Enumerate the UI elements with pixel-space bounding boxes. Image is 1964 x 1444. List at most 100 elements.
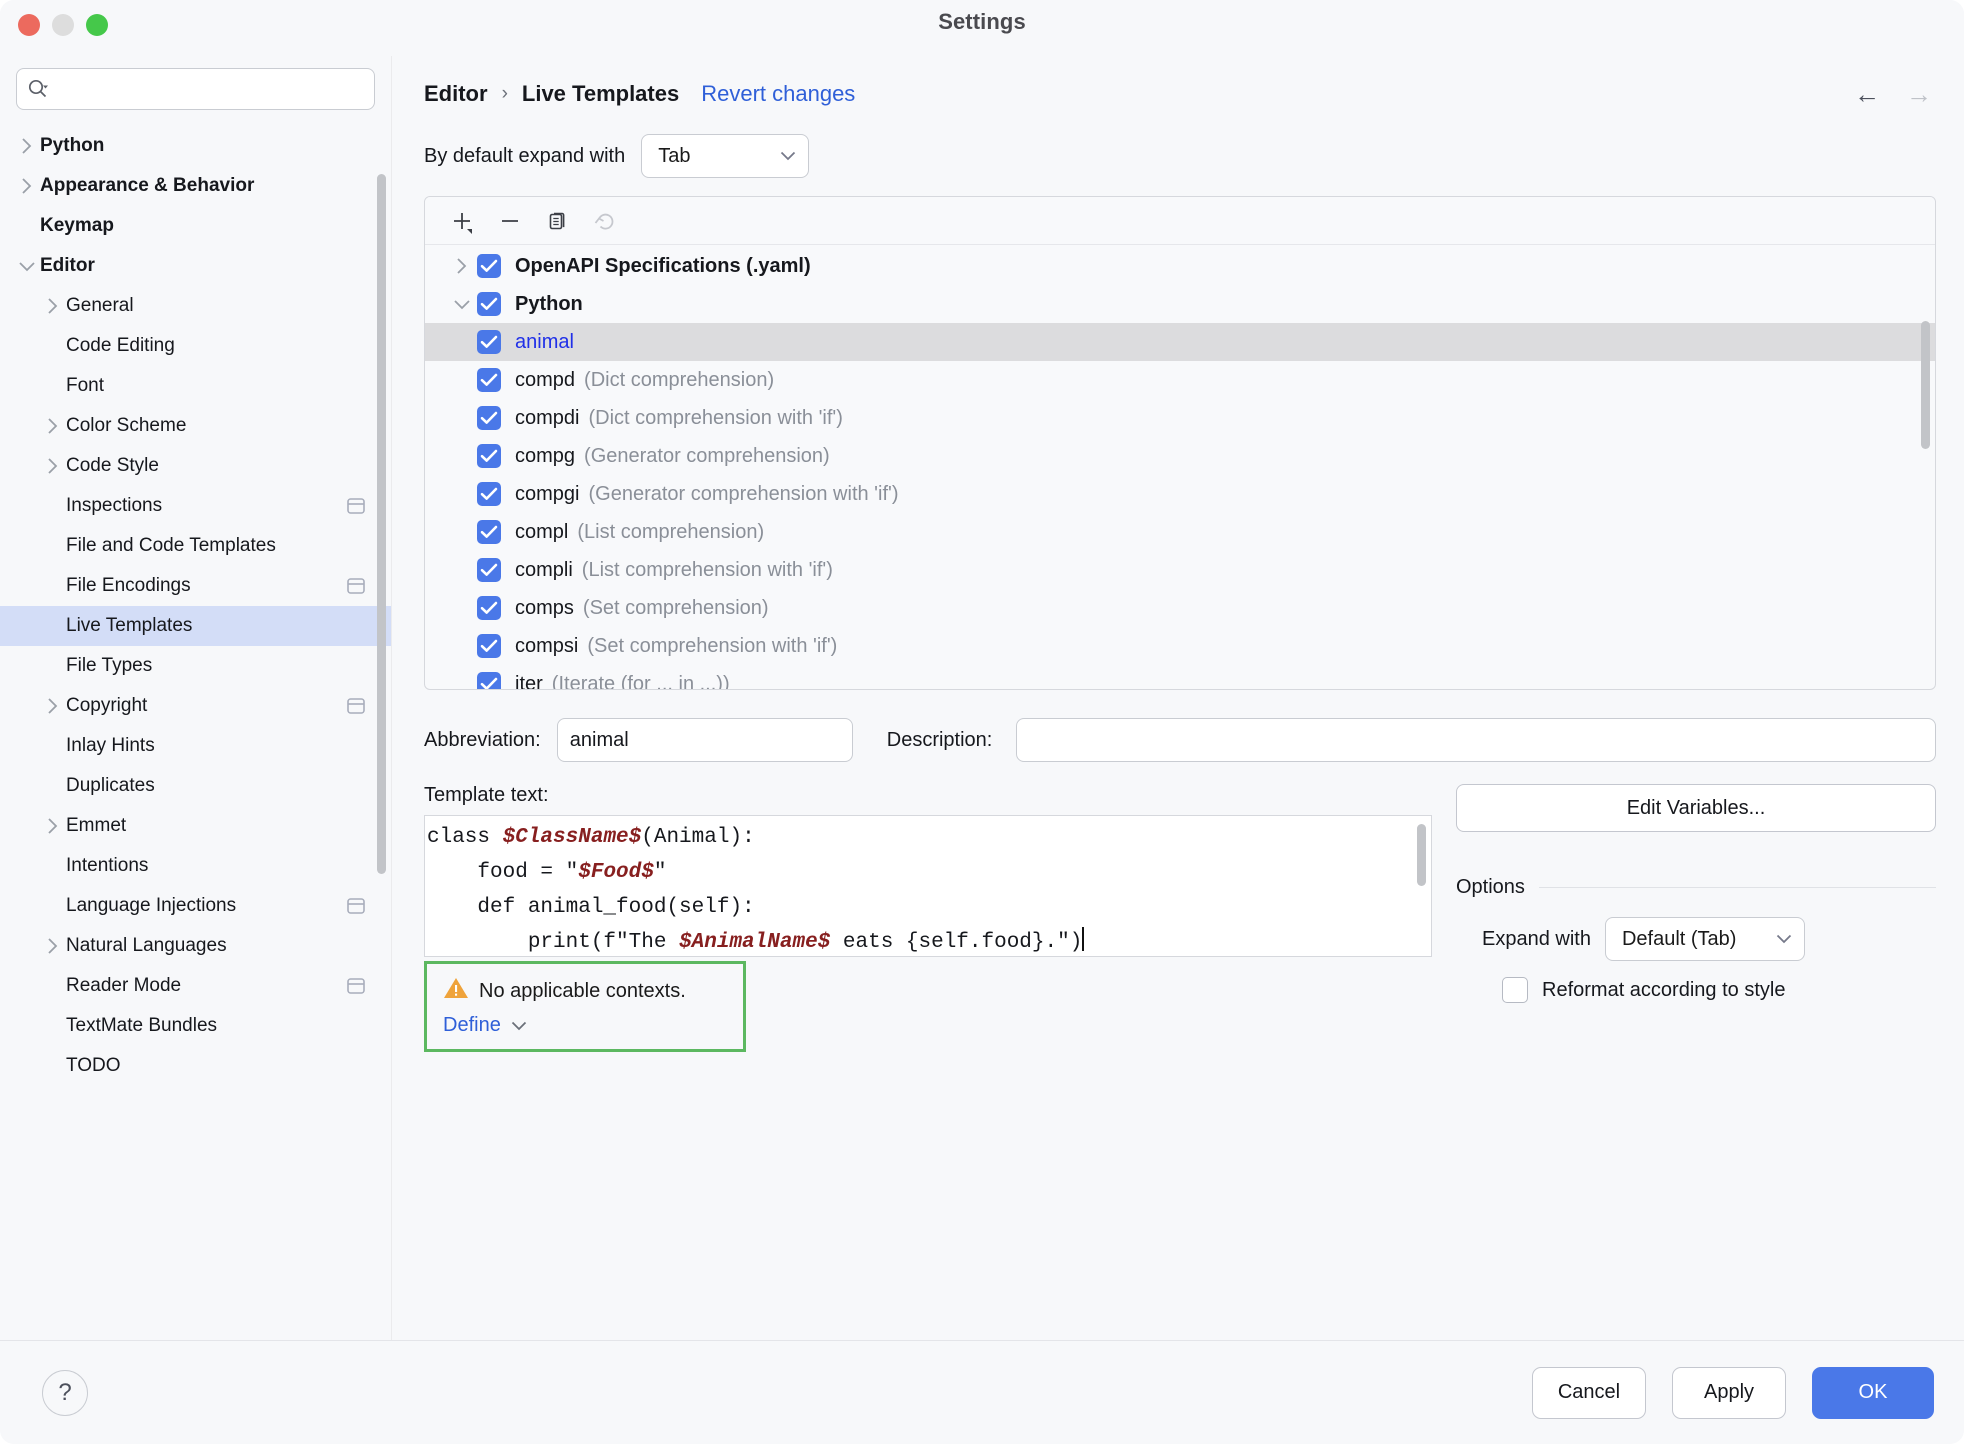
sidebar-item-copyright[interactable]: Copyright — [0, 686, 391, 726]
chevron-right-icon[interactable] — [14, 177, 40, 195]
template-row[interactable]: OpenAPI Specifications (.yaml) — [425, 247, 1935, 285]
chevron-down-icon[interactable] — [447, 298, 477, 310]
chevron-right-icon[interactable] — [40, 817, 66, 835]
template-checkbox[interactable] — [477, 558, 501, 582]
revert-changes-link[interactable]: Revert changes — [701, 81, 856, 106]
minimize-window-button[interactable] — [52, 14, 74, 36]
sidebar-item-textmate-bundles[interactable]: TextMate Bundles — [0, 1006, 391, 1046]
code-text: food = " — [427, 861, 579, 884]
template-row[interactable]: compli(List comprehension with 'if') — [425, 551, 1935, 589]
template-text-editor[interactable]: class $ClassName$(Animal): food = "$Food… — [424, 815, 1432, 957]
template-checkbox[interactable] — [477, 368, 501, 392]
sidebar-item-live-templates[interactable]: Live Templates — [0, 606, 391, 646]
back-arrow-icon[interactable]: ← — [1854, 79, 1880, 109]
chevron-right-icon[interactable] — [14, 137, 40, 155]
chevron-right-icon[interactable] — [40, 457, 66, 475]
sidebar-item-file-types[interactable]: File Types — [0, 646, 391, 686]
description-input[interactable] — [1016, 718, 1936, 762]
chevron-down-icon[interactable] — [14, 260, 40, 272]
template-name: compsi — [515, 634, 579, 657]
maximize-window-button[interactable] — [86, 14, 108, 36]
template-row[interactable]: compg(Generator comprehension) — [425, 437, 1935, 475]
abbreviation-input[interactable] — [556, 718, 853, 762]
template-row[interactable]: compd(Dict comprehension) — [425, 361, 1935, 399]
template-row[interactable]: iter(Iterate (for ... in ...)) — [425, 665, 1935, 689]
template-row[interactable]: comps(Set comprehension) — [425, 589, 1935, 627]
template-row[interactable]: Python — [425, 285, 1935, 323]
sidebar-item-label: File Encodings — [66, 575, 191, 596]
sidebar-item-appearance-behavior[interactable]: Appearance & Behavior — [0, 166, 391, 206]
breadcrumb-parent[interactable]: Editor — [424, 81, 488, 106]
add-icon[interactable] — [441, 202, 483, 240]
sidebar-item-intentions[interactable]: Intentions — [0, 846, 391, 886]
project-settings-icon — [345, 696, 367, 716]
template-row[interactable]: compl(List comprehension) — [425, 513, 1935, 551]
remove-icon[interactable] — [489, 202, 531, 240]
sidebar-item-code-style[interactable]: Code Style — [0, 446, 391, 486]
project-settings-icon — [345, 496, 367, 516]
chevron-right-icon[interactable] — [40, 297, 66, 315]
sidebar-item-todo[interactable]: TODO — [0, 1046, 391, 1086]
template-checkbox[interactable] — [477, 482, 501, 506]
sidebar-item-code-editing[interactable]: Code Editing — [0, 326, 391, 366]
chevron-right-icon[interactable] — [40, 417, 66, 435]
sidebar-item-duplicates[interactable]: Duplicates — [0, 766, 391, 806]
edit-variables-button[interactable]: Edit Variables... — [1456, 784, 1936, 832]
template-checkbox[interactable] — [477, 406, 501, 430]
template-checkbox[interactable] — [477, 330, 501, 354]
code-text: " — [653, 861, 667, 884]
sidebar-item-file-encodings[interactable]: File Encodings — [0, 566, 391, 606]
sidebar-item-language-injections[interactable]: Language Injections — [0, 886, 391, 926]
template-row[interactable]: compdi(Dict comprehension with 'if') — [425, 399, 1935, 437]
chevron-right-icon[interactable] — [447, 257, 477, 275]
template-row[interactable]: compgi(Generator comprehension with 'if'… — [425, 475, 1935, 513]
define-context-link[interactable]: Define — [443, 1014, 729, 1037]
sidebar-item-natural-languages[interactable]: Natural Languages — [0, 926, 391, 966]
code-text: def animal_food(self): — [427, 896, 755, 919]
template-checkbox[interactable] — [477, 254, 501, 278]
sidebar-item-file-and-code-templates[interactable]: File and Code Templates — [0, 526, 391, 566]
sidebar-item-color-scheme[interactable]: Color Scheme — [0, 406, 391, 446]
template-checkbox[interactable] — [477, 444, 501, 468]
sidebar-item-inlay-hints[interactable]: Inlay Hints — [0, 726, 391, 766]
help-button[interactable]: ? — [42, 1369, 88, 1416]
template-text-scrollbar[interactable] — [1417, 824, 1426, 886]
sidebar-item-inspections[interactable]: Inspections — [0, 486, 391, 526]
sidebar-item-python[interactable]: Python — [0, 126, 391, 166]
ok-button[interactable]: OK — [1812, 1366, 1934, 1419]
template-checkbox[interactable] — [477, 672, 501, 689]
reformat-checkbox[interactable] — [1502, 977, 1528, 1003]
chevron-right-icon[interactable] — [40, 937, 66, 955]
template-checkbox[interactable] — [477, 634, 501, 658]
sidebar-item-emmet[interactable]: Emmet — [0, 806, 391, 846]
sidebar-scrollbar[interactable] — [377, 174, 386, 874]
search-input[interactable] — [55, 80, 364, 98]
sidebar-item-general[interactable]: General — [0, 286, 391, 326]
close-window-button[interactable] — [18, 14, 40, 36]
sidebar-item-font[interactable]: Font — [0, 366, 391, 406]
sidebar-item-label: Keymap — [40, 215, 114, 236]
apply-button[interactable]: Apply — [1672, 1366, 1786, 1419]
sidebar-item-keymap[interactable]: Keymap — [0, 206, 391, 246]
template-row[interactable]: animal — [425, 323, 1935, 361]
default-expand-combo[interactable]: Tab — [641, 134, 810, 178]
duplicate-icon[interactable] — [537, 202, 579, 240]
sidebar-item-reader-mode[interactable]: Reader Mode — [0, 966, 391, 1006]
chevron-right-icon[interactable] — [40, 697, 66, 715]
forward-arrow-icon[interactable]: → — [1906, 79, 1932, 109]
cancel-button[interactable]: Cancel — [1532, 1366, 1646, 1419]
abbreviation-row: Abbreviation: Description: — [424, 718, 1936, 762]
templates-scrollbar[interactable] — [1921, 321, 1930, 449]
template-checkbox[interactable] — [477, 596, 501, 620]
sidebar-item-editor[interactable]: Editor — [0, 246, 391, 286]
expand-with-combo[interactable]: Default (Tab) — [1604, 917, 1805, 961]
description-label: Description: — [886, 728, 993, 751]
template-row[interactable]: compsi(Set comprehension with 'if') — [425, 627, 1935, 665]
search-box[interactable] — [16, 68, 375, 110]
template-checkbox[interactable] — [477, 520, 501, 544]
template-code[interactable]: class $ClassName$(Animal): food = "$Food… — [425, 816, 1431, 956]
template-checkbox[interactable] — [477, 292, 501, 316]
text-caret — [1082, 927, 1085, 951]
